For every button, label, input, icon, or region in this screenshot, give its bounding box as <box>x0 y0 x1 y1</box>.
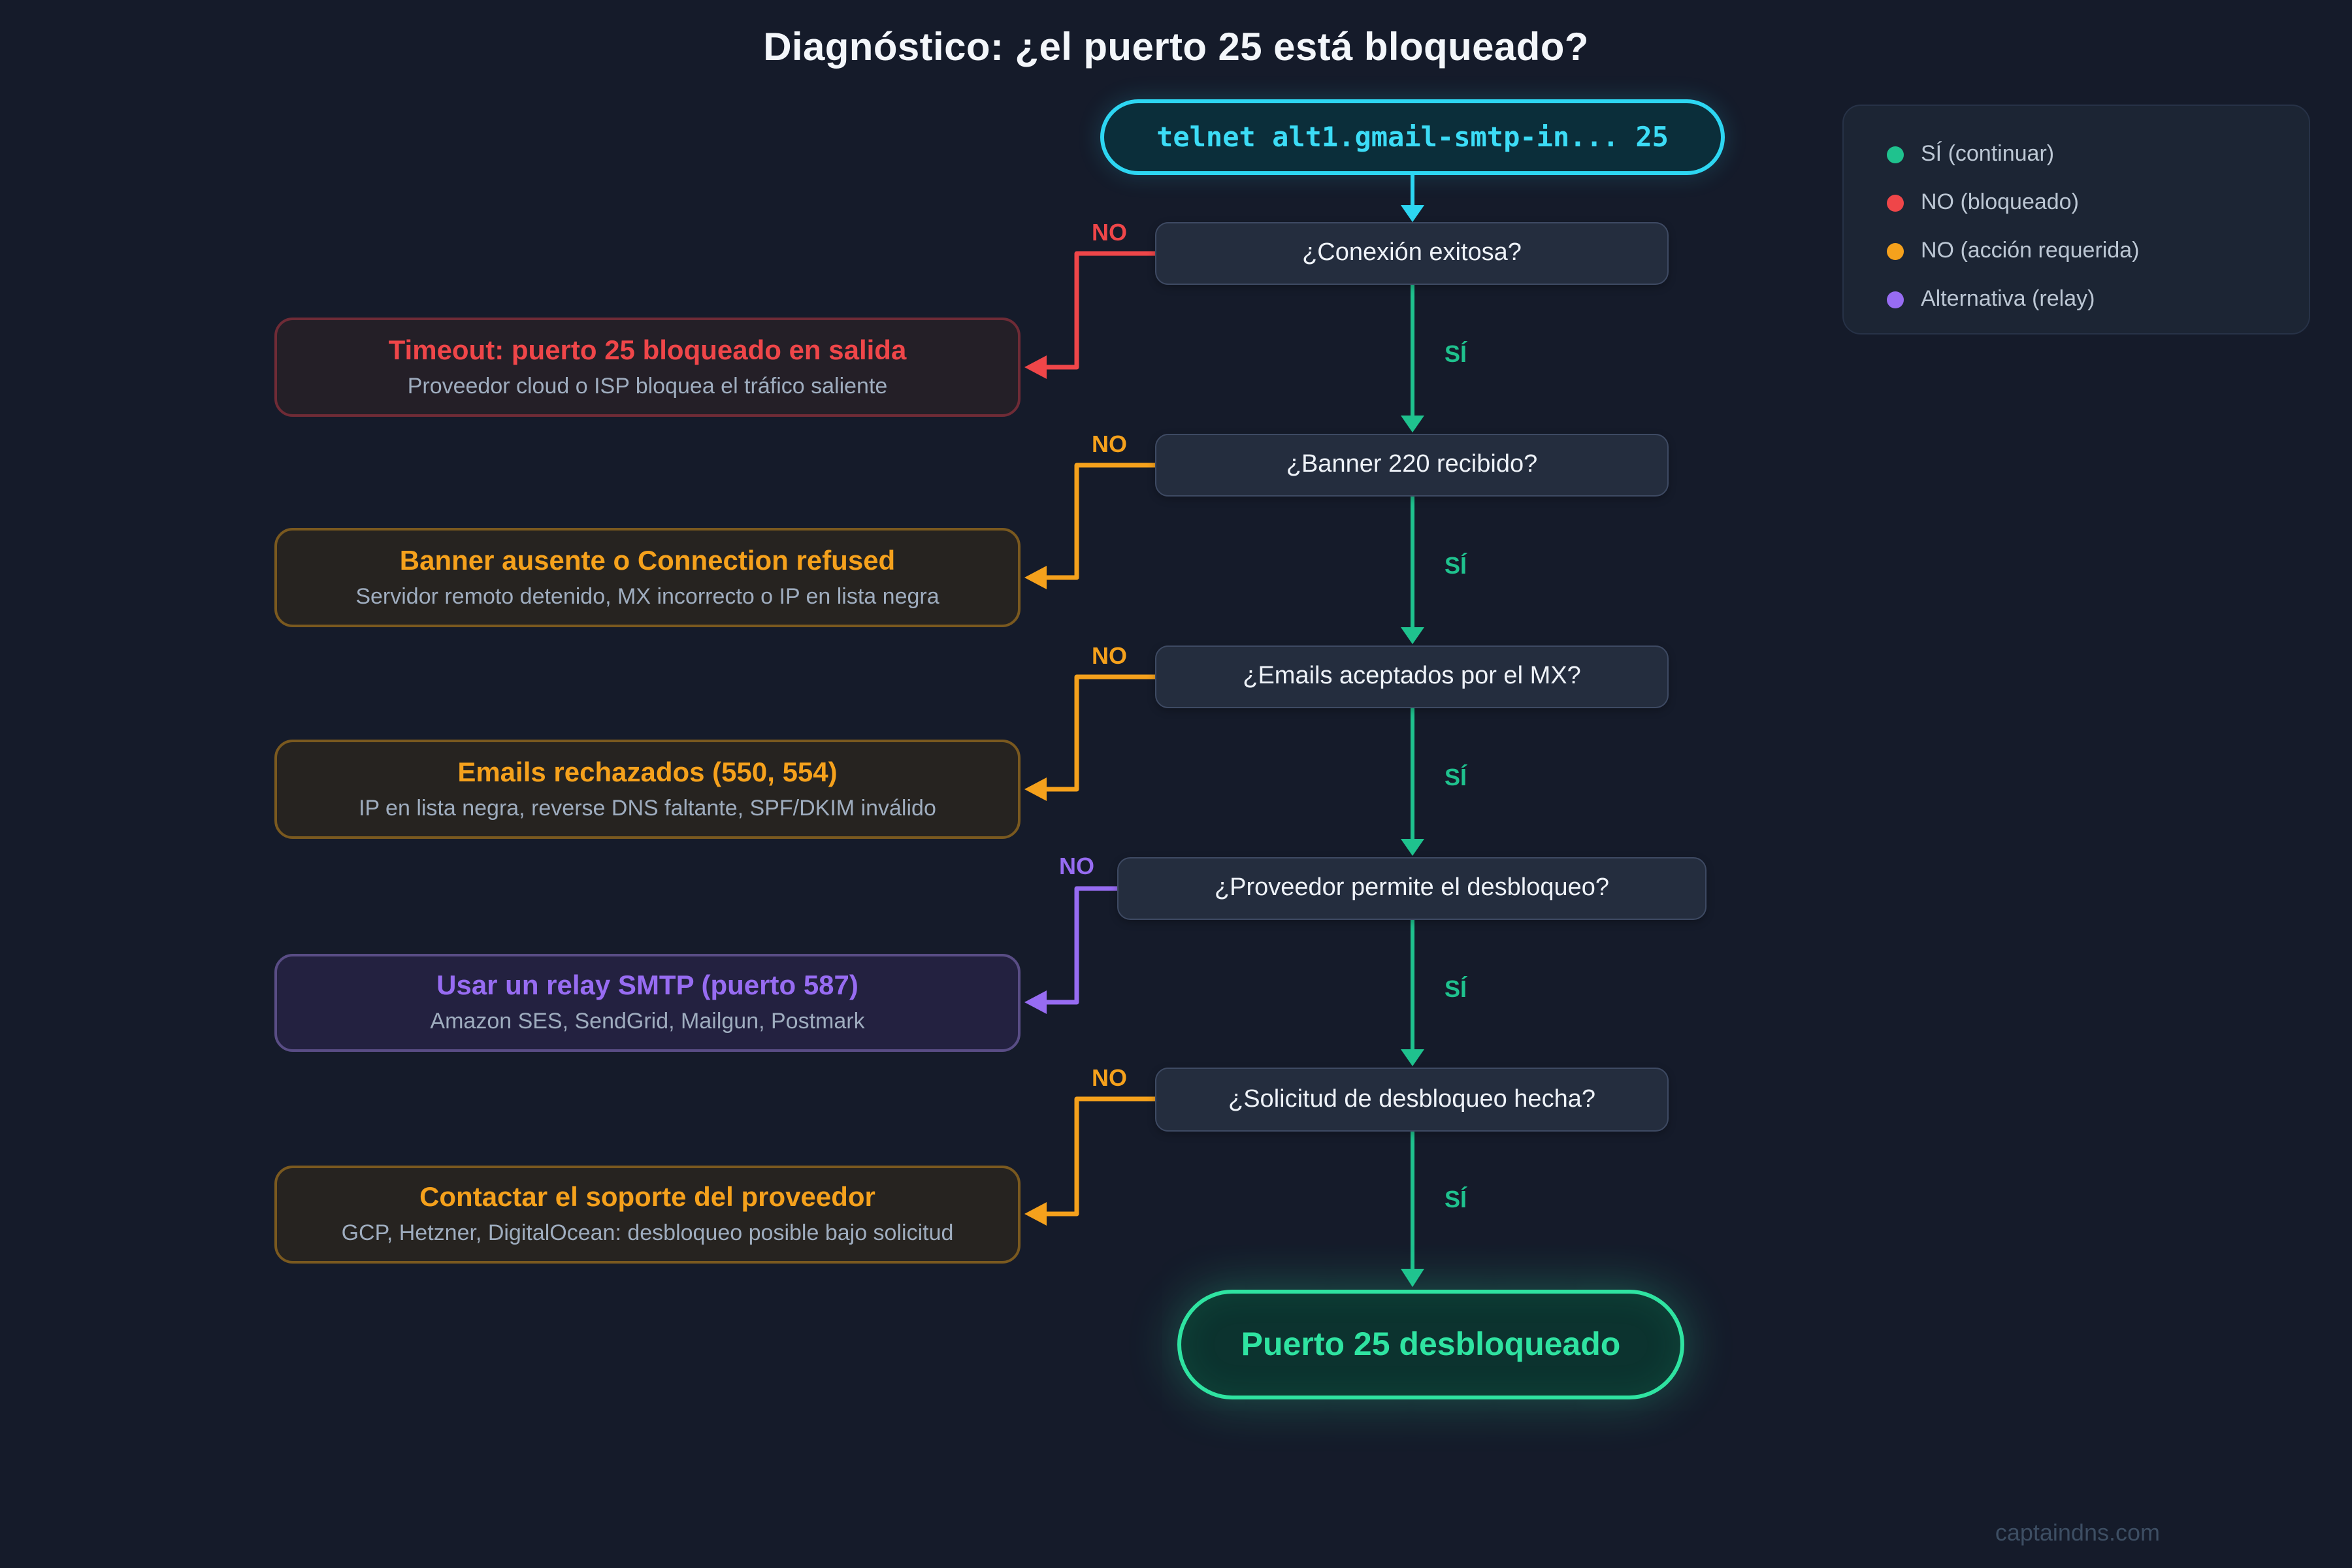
arrowhead-start <box>1401 205 1424 222</box>
edge-no-1 <box>1047 251 1155 370</box>
answer-subtitle: Proveedor cloud o ISP bloquea el tráfico… <box>407 373 888 398</box>
arrowhead-no-2 <box>1024 566 1047 589</box>
legend-label: NO (bloqueado) <box>1921 189 2079 214</box>
answer-title: Usar un relay SMTP (puerto 587) <box>436 971 858 1001</box>
legend-item-action: NO (acción requerida) <box>1887 235 2309 267</box>
answer-card-support: Contactar el soporte del proveedor GCP, … <box>274 1166 1021 1264</box>
final-label: Puerto 25 desbloqueado <box>1241 1326 1621 1362</box>
final-node-unblocked: Puerto 25 desbloqueado <box>1177 1290 1684 1399</box>
page-title: Diagnóstico: ¿el puerto 25 está bloquead… <box>763 26 1589 69</box>
no-edge-label-2: NO <box>1092 431 1127 457</box>
arrowhead-no-1 <box>1024 355 1047 379</box>
red-dot-icon <box>1887 194 1904 211</box>
answer-title: Emails rechazados (550, 554) <box>457 757 838 787</box>
arrowhead-yes-4 <box>1401 1049 1424 1066</box>
question-label: ¿Banner 220 recibido? <box>1286 451 1538 478</box>
yes-edge-label-1: SÍ <box>1444 341 1467 367</box>
answer-card-rejected: Emails rechazados (550, 554) IP en lista… <box>274 740 1021 839</box>
answer-card-timeout: Timeout: puerto 25 bloqueado en salida P… <box>274 318 1021 417</box>
telnet-command-pill: telnet alt1.gmail-smtp-in... 25 <box>1100 99 1725 175</box>
question-label: ¿Proveedor permite el desbloqueo? <box>1214 874 1610 902</box>
answer-subtitle: Amazon SES, SendGrid, Mailgun, Postmark <box>430 1009 865 1034</box>
edge-no-5 <box>1047 1096 1155 1217</box>
legend-panel: SÍ (continuar) NO (bloqueado) NO (acción… <box>1842 105 2310 335</box>
telnet-command-text: telnet alt1.gmail-smtp-in... 25 <box>1156 122 1669 153</box>
edge-no-4 <box>1047 886 1117 1005</box>
question-label: ¿Solicitud de desbloqueo hecha? <box>1228 1085 1595 1113</box>
arrowhead-no-4 <box>1024 990 1047 1014</box>
legend-item-yes: SÍ (continuar) <box>1887 139 2309 170</box>
answer-subtitle: IP en lista negra, reverse DNS faltante,… <box>359 795 936 820</box>
answer-card-banner: Banner ausente o Connection refused Serv… <box>274 528 1021 627</box>
no-edge-label-1: NO <box>1092 220 1127 246</box>
orange-dot-icon <box>1887 242 1904 259</box>
arrowhead-no-5 <box>1024 1202 1047 1226</box>
question-node-provider: ¿Proveedor permite el desbloqueo? <box>1117 857 1707 920</box>
no-edge-label-4: NO <box>1059 853 1094 879</box>
purple-dot-icon <box>1887 291 1904 308</box>
arrowhead-yes-2 <box>1401 627 1424 644</box>
legend-label: SÍ (continuar) <box>1921 141 2055 166</box>
no-edge-label-3: NO <box>1092 643 1127 669</box>
arrowhead-yes-5 <box>1401 1269 1424 1287</box>
green-dot-icon <box>1887 146 1904 163</box>
edge-no-3 <box>1047 674 1155 792</box>
answer-title: Timeout: puerto 25 bloqueado en salida <box>388 335 907 365</box>
arrowhead-yes-3 <box>1401 839 1424 856</box>
question-label: ¿Conexión exitosa? <box>1302 239 1522 267</box>
legend-label: NO (acción requerida) <box>1921 238 2140 263</box>
arrowhead-no-3 <box>1024 777 1047 801</box>
legend-label: Alternativa (relay) <box>1921 286 2095 311</box>
no-edge-label-5: NO <box>1092 1065 1127 1091</box>
yes-edge-label-2: SÍ <box>1444 553 1467 579</box>
answer-subtitle: Servidor remoto detenido, MX incorrecto … <box>355 583 939 608</box>
yes-edge-label-4: SÍ <box>1444 976 1467 1002</box>
answer-title: Contactar el soporte del proveedor <box>419 1183 875 1213</box>
answer-title: Banner ausente o Connection refused <box>399 546 896 576</box>
yes-edge-label-3: SÍ <box>1444 764 1467 791</box>
legend-item-alt: Alternativa (relay) <box>1887 284 2309 315</box>
watermark: captaindns.com <box>1995 1520 2160 1546</box>
answer-subtitle: GCP, Hetzner, DigitalOcean: desbloqueo p… <box>341 1220 954 1245</box>
answer-card-relay: Usar un relay SMTP (puerto 587) Amazon S… <box>274 954 1021 1052</box>
question-node-emails: ¿Emails aceptados por el MX? <box>1155 645 1669 708</box>
question-node-banner: ¿Banner 220 recibido? <box>1155 434 1669 497</box>
arrowhead-yes-1 <box>1401 416 1424 433</box>
question-node-request: ¿Solicitud de desbloqueo hecha? <box>1155 1068 1669 1132</box>
edge-no-2 <box>1047 463 1155 580</box>
legend-item-blocked: NO (bloqueado) <box>1887 187 2309 218</box>
yes-edge-label-5: SÍ <box>1444 1186 1467 1213</box>
question-node-connection: ¿Conexión exitosa? <box>1155 222 1669 285</box>
question-label: ¿Emails aceptados por el MX? <box>1243 662 1581 690</box>
